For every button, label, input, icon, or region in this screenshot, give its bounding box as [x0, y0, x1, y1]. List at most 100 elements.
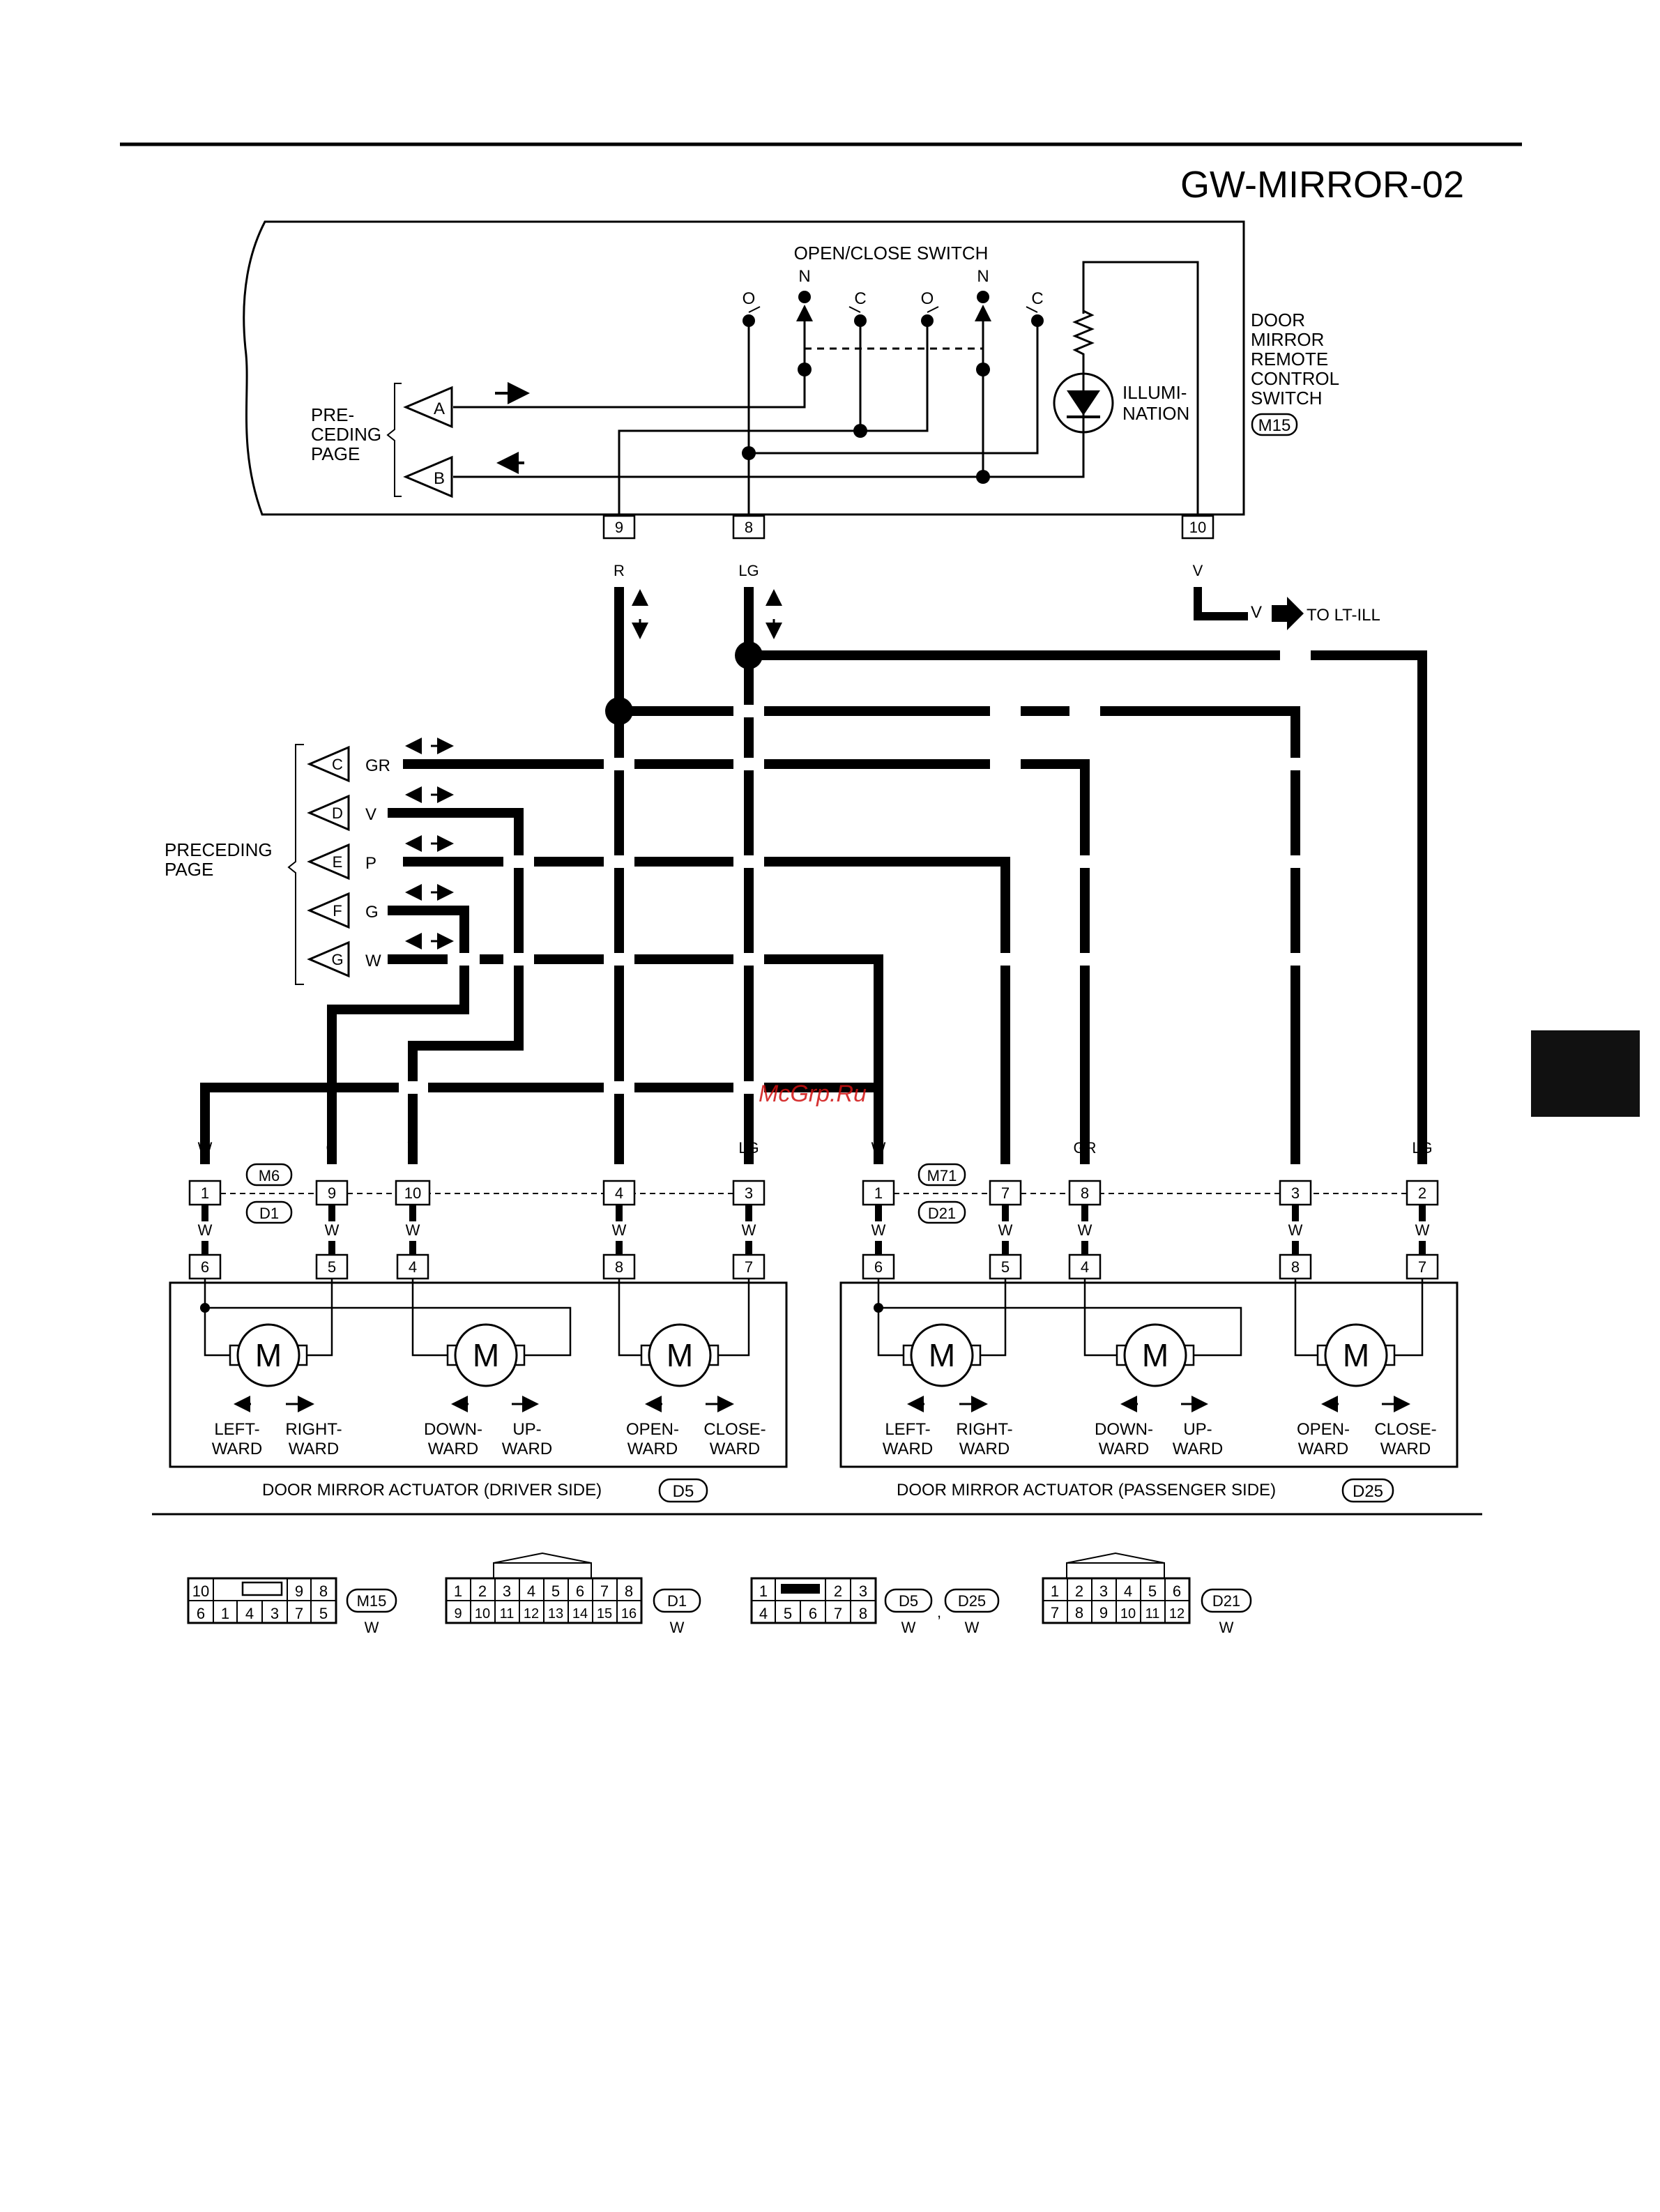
watermark: McGrp.Ru [759, 1081, 867, 1107]
svg-text:4: 4 [1124, 1582, 1132, 1600]
svg-text:DOWN-: DOWN- [1095, 1420, 1153, 1439]
svg-text:10: 10 [404, 1184, 421, 1202]
svg-text:A: A [434, 399, 445, 418]
svg-text:D25: D25 [1353, 1482, 1383, 1501]
svg-text:9: 9 [328, 1184, 336, 1202]
svg-text:ILLUMI-: ILLUMI- [1122, 382, 1187, 403]
svg-text:WARD: WARD [959, 1440, 1010, 1458]
svg-text:M: M [473, 1337, 499, 1373]
svg-text:3: 3 [503, 1582, 511, 1600]
svg-text:V: V [408, 1139, 418, 1157]
svg-text:RIGHT-: RIGHT- [285, 1420, 342, 1439]
svg-text:6: 6 [201, 1258, 209, 1276]
connector-view-d5-d25: 1 2 3 4 5 6 7 8 D5 W , D25 W [750, 1577, 1000, 1636]
svg-text:W: W [612, 1221, 627, 1239]
svg-text:G: G [365, 903, 379, 922]
svg-text:W: W [901, 1619, 916, 1636]
svg-text:W: W [365, 952, 381, 970]
svg-text:6: 6 [576, 1582, 584, 1600]
svg-text:F: F [333, 902, 342, 920]
svg-text:9: 9 [454, 1606, 462, 1622]
svg-text:9: 9 [615, 519, 623, 536]
svg-text:O: O [743, 289, 756, 308]
svg-text:REMOTE: REMOTE [1251, 349, 1328, 369]
svg-text:8: 8 [615, 1258, 623, 1276]
svg-text:10: 10 [1120, 1606, 1136, 1622]
svg-text:WARD: WARD [502, 1440, 552, 1458]
svg-text:WARD: WARD [710, 1440, 760, 1458]
svg-text:9: 9 [1099, 1604, 1108, 1622]
svg-text:V: V [1251, 603, 1262, 622]
svg-text:7: 7 [1051, 1604, 1059, 1622]
svg-text:9: 9 [295, 1582, 303, 1600]
svg-text:N: N [798, 267, 810, 286]
svg-text:W: W [742, 1221, 756, 1239]
svg-text:C: C [1031, 289, 1043, 308]
connector-view-d21: 1 2 3 4 5 6 7 8 9 10 11 12 D21 W [1042, 1552, 1252, 1636]
svg-text:C: C [854, 289, 866, 308]
svg-text:WARD: WARD [1380, 1440, 1431, 1458]
svg-text:W: W [198, 1139, 213, 1157]
svg-text:7: 7 [600, 1582, 609, 1600]
svg-text:WARD: WARD [289, 1440, 339, 1458]
svg-text:G: G [326, 1139, 337, 1157]
svg-text:4: 4 [527, 1582, 535, 1600]
svg-text:4: 4 [245, 1605, 254, 1622]
svg-text:GR: GR [1074, 1139, 1097, 1157]
svg-text:10: 10 [1189, 519, 1206, 536]
svg-text:OPEN-: OPEN- [626, 1420, 679, 1439]
svg-text:M6: M6 [259, 1167, 280, 1184]
svg-text:5: 5 [784, 1605, 792, 1622]
passenger-side-actuator: M M M LEFT- WARD RIGHT- WARD DOWN- [839, 1279, 1459, 1503]
svg-text:12: 12 [524, 1606, 539, 1622]
svg-text:M: M [1343, 1337, 1369, 1373]
svg-text:SWITCH: SWITCH [1251, 388, 1323, 409]
svg-text:LG: LG [738, 1139, 759, 1157]
svg-text:V: V [365, 805, 376, 824]
svg-text:R: R [614, 562, 625, 579]
connector-view-m15: 10 9 8 6 1 4 3 7 5 M15 W [187, 1577, 397, 1636]
svg-text:DOOR: DOOR [1251, 310, 1305, 330]
svg-text:8: 8 [319, 1582, 328, 1600]
svg-text:3: 3 [271, 1605, 279, 1622]
svg-text:1: 1 [454, 1582, 462, 1600]
svg-text:D21: D21 [1212, 1592, 1240, 1610]
svg-text:W: W [325, 1221, 340, 1239]
svg-text:D21: D21 [928, 1205, 956, 1222]
svg-text:6: 6 [809, 1605, 817, 1622]
svg-text:10: 10 [475, 1606, 490, 1622]
preceding-page-refs: PRECEDING PAGE C GR D V E P F G G W [165, 738, 454, 985]
svg-text:D1: D1 [667, 1592, 687, 1610]
svg-text:D25: D25 [958, 1592, 986, 1610]
svg-text:CLOSE-: CLOSE- [1374, 1420, 1436, 1439]
svg-text:WARD: WARD [1173, 1440, 1223, 1458]
svg-text:D1: D1 [259, 1205, 279, 1222]
svg-text:W: W [1078, 1221, 1092, 1239]
switch-connector-id: M15 [1258, 416, 1291, 435]
svg-text:D: D [332, 804, 343, 822]
svg-text:3: 3 [1291, 1184, 1300, 1202]
svg-text:15: 15 [597, 1606, 612, 1622]
side-tab [1531, 1030, 1640, 1117]
svg-text:11: 11 [500, 1606, 515, 1622]
svg-text:W: W [871, 1139, 886, 1157]
svg-text:5: 5 [319, 1605, 328, 1622]
svg-text:DOWN-: DOWN- [424, 1420, 482, 1439]
svg-text:7: 7 [745, 1258, 753, 1276]
svg-text:D5: D5 [899, 1592, 918, 1610]
svg-text:LEFT-: LEFT- [214, 1420, 259, 1439]
svg-text:6: 6 [197, 1605, 205, 1622]
svg-text:TO LT-ILL: TO LT-ILL [1307, 606, 1380, 625]
svg-text:8: 8 [625, 1582, 633, 1600]
svg-text:3: 3 [859, 1582, 867, 1600]
svg-text:5: 5 [551, 1582, 560, 1600]
door-mirror-remote-control-switch: DOOR MIRROR REMOTE CONTROL SWITCH M15 OP… [243, 220, 1339, 523]
svg-text:CEDING: CEDING [311, 424, 381, 445]
svg-text:11: 11 [1145, 1606, 1160, 1622]
svg-text:8: 8 [859, 1605, 867, 1622]
svg-text:C: C [332, 756, 343, 773]
svg-text:B: B [434, 469, 445, 488]
motor-icon: M [1115, 1323, 1195, 1387]
svg-text:LEFT-: LEFT- [885, 1420, 930, 1439]
svg-text:W: W [965, 1619, 980, 1636]
